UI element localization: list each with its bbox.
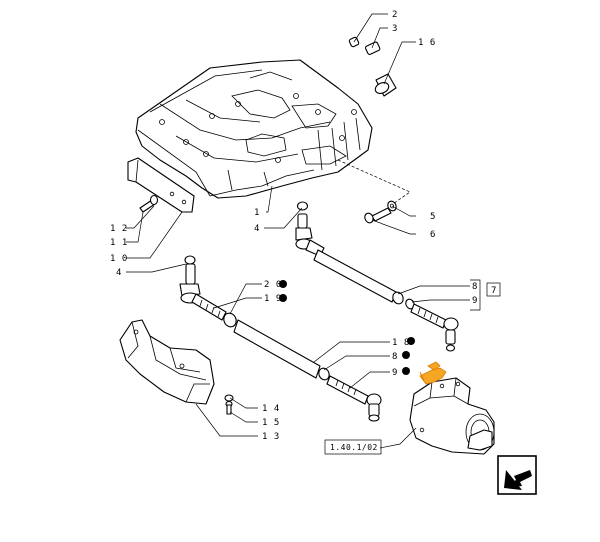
label-part-4-lower: 4 bbox=[116, 268, 122, 278]
steering-cylinder-reference-part bbox=[409, 377, 495, 455]
dot-marker-19 bbox=[279, 294, 287, 302]
label-part-7: 7 bbox=[491, 286, 497, 296]
bolt-part-6 bbox=[364, 207, 392, 224]
lower-ball-joint-part-4 bbox=[179, 255, 227, 321]
label-part-10: 1 0 bbox=[110, 254, 128, 264]
label-part-13: 1 3 bbox=[262, 432, 280, 442]
lower-lock-ring-part-8 bbox=[318, 367, 330, 381]
lower-end-joint bbox=[366, 393, 382, 422]
previous-page-arrow-button[interactable] bbox=[497, 455, 537, 495]
label-part-20: 2 0 bbox=[264, 280, 282, 290]
label-part-11: 1 1 bbox=[110, 238, 128, 248]
leader-lines bbox=[126, 13, 481, 449]
dot-marker-18 bbox=[407, 337, 415, 345]
reference-code-box bbox=[324, 439, 382, 455]
upper-lock-ring-part-8 bbox=[392, 291, 404, 305]
label-part-18: 1 8 bbox=[392, 338, 410, 348]
lift-housing bbox=[135, 59, 373, 199]
bushing-part-3 bbox=[364, 41, 381, 55]
label-part-9-upper: 9 bbox=[472, 296, 478, 306]
assembly-line bbox=[337, 159, 411, 207]
bracket-part-10 bbox=[127, 157, 195, 213]
dot-marker-20 bbox=[279, 280, 287, 288]
label-part-2: 2 bbox=[392, 10, 398, 20]
label-part-8-lower: 8 bbox=[392, 352, 398, 362]
label-part-15: 1 5 bbox=[262, 418, 280, 428]
lower-threaded-rod-part-9 bbox=[326, 375, 369, 405]
label-part-3: 3 bbox=[392, 24, 398, 34]
label-part-6: 6 bbox=[430, 230, 436, 240]
part-7-box bbox=[486, 282, 501, 297]
label-part-19: 1 9 bbox=[264, 294, 282, 304]
label-part-16: 1 6 bbox=[418, 38, 436, 48]
guard-part-13 bbox=[119, 319, 215, 405]
label-part-4-upper: 4 bbox=[254, 224, 260, 234]
upper-tie-rod-tube bbox=[313, 249, 397, 303]
upper-ball-joint-part-4 bbox=[295, 201, 325, 257]
label-part-8-upper: 8 bbox=[472, 282, 478, 292]
label-part-14: 1 4 bbox=[262, 404, 280, 414]
washer-part-14 bbox=[224, 394, 234, 402]
label-part-5: 5 bbox=[430, 212, 436, 222]
dot-marker-9 bbox=[402, 367, 410, 375]
lower-threaded-rod-part-19 bbox=[199, 299, 221, 318]
label-part-9-lower: 9 bbox=[392, 368, 398, 378]
lower-tie-rod-tube bbox=[233, 319, 321, 379]
reference-code-link[interactable]: 1.40.1/02 bbox=[324, 439, 382, 455]
lower-lock-ring-part-20 bbox=[223, 312, 237, 328]
upper-end-joint bbox=[443, 317, 459, 352]
bolt-part-15 bbox=[225, 400, 233, 415]
dot-marker-8 bbox=[402, 351, 410, 359]
previous-page-arrow-icon bbox=[504, 470, 532, 490]
bushing-part-16 bbox=[374, 73, 397, 97]
washer-part-12 bbox=[149, 194, 159, 206]
hand-pointer-icon[interactable] bbox=[419, 361, 447, 385]
upper-threaded-rod-part-9 bbox=[405, 298, 447, 329]
label-part-12: 1 2 bbox=[110, 224, 128, 234]
label-part-1: 1 bbox=[254, 208, 260, 218]
reference-code-text: 1.40.1/02 bbox=[330, 443, 378, 452]
